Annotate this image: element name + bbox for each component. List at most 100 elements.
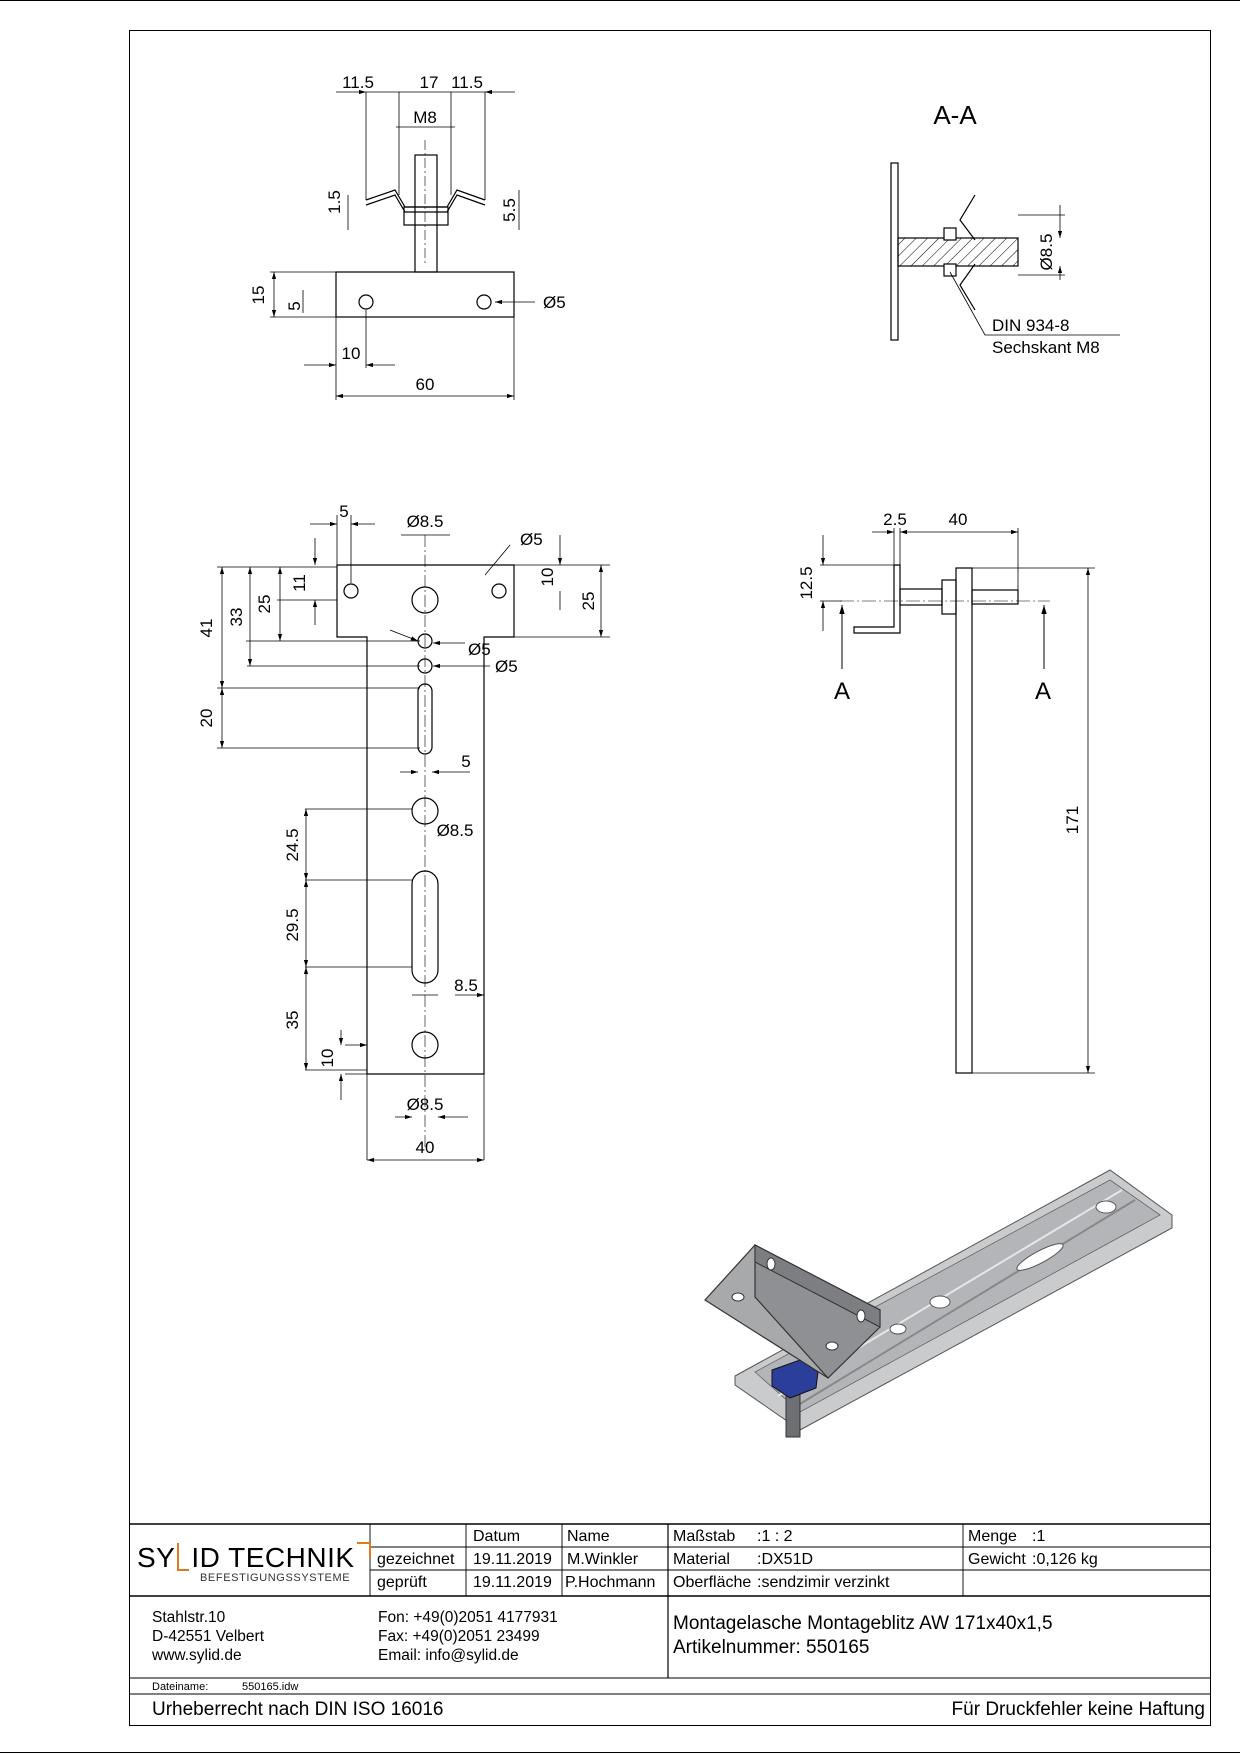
dim-label: 11 xyxy=(290,574,309,592)
quantity-label: Menge xyxy=(968,1528,1017,1545)
part-title: Montagelasche Montageblitz AW 171x40x1,5 xyxy=(673,1613,1053,1634)
front-view xyxy=(217,515,610,1163)
dim-label: 8.5 xyxy=(454,976,478,995)
dim-label: 2.5 xyxy=(883,510,907,529)
rail-hole xyxy=(1095,1200,1117,1214)
top-view-labels: 11.5 17 11.5 M8 1.5 5.5 15 5 Ø5 10 60 xyxy=(249,73,566,394)
dim-label: Ø8.5 xyxy=(407,1095,444,1114)
nut-top xyxy=(403,206,449,226)
dim-label: 1.5 xyxy=(325,190,344,214)
copyright: Urheberrecht nach DIN ISO 16016 xyxy=(152,1699,444,1720)
bolt-render xyxy=(785,1394,801,1438)
dim-label: 12.5 xyxy=(797,566,816,599)
dim-label: 17 xyxy=(420,73,439,92)
weight-value: :0,126 kg xyxy=(1032,1551,1098,1568)
section-bolt xyxy=(897,237,1019,267)
sheet-top-edge xyxy=(0,0,1240,1)
hole-top-left xyxy=(343,583,359,599)
base-plate-top xyxy=(335,271,515,318)
section-labels: A-A Ø8.5 DIN 934-8 Sechskant M8 xyxy=(933,100,1099,357)
dim-label: M8 xyxy=(413,108,437,127)
section-title: A-A xyxy=(933,100,977,130)
section-rail xyxy=(959,194,976,241)
nut-name-label: Sechskant M8 xyxy=(992,338,1100,357)
filename-value: 550165.idw xyxy=(242,1681,299,1693)
nut-standard-label: DIN 934-8 xyxy=(992,316,1069,335)
rail-profile xyxy=(365,194,486,213)
row-drawn-label: gezeichnet xyxy=(377,1551,455,1568)
section-marker-right: A xyxy=(1035,678,1051,705)
top-view xyxy=(270,89,535,400)
bolt-shaft xyxy=(414,154,438,273)
row-checked-label: geprüft xyxy=(377,1574,427,1591)
dim-label: Ø8.5 xyxy=(407,512,444,531)
dim-label: 25 xyxy=(255,595,274,614)
address-city: D-42551 Velbert xyxy=(152,1628,265,1645)
sheet-bottom-edge xyxy=(0,1752,1240,1753)
hole-right xyxy=(476,294,492,310)
side-nut xyxy=(941,579,957,615)
dim-label: 15 xyxy=(249,286,268,305)
dim-label: 60 xyxy=(416,375,435,394)
col-header-datum: Datum xyxy=(473,1528,521,1545)
dim-label: 25 xyxy=(579,592,598,611)
dim-label: 10 xyxy=(318,1049,337,1068)
side-view-labels: 2.5 40 12.5 171 A A xyxy=(797,510,1082,834)
dim-label: 5 xyxy=(339,502,348,521)
company-subtitle: BEFESTIGUNGSSYSTEME xyxy=(200,1572,351,1584)
scale-value: :1 : 2 xyxy=(757,1528,793,1545)
side-plate xyxy=(955,567,973,1074)
section-marker-left: A xyxy=(834,678,850,705)
dim-label: 40 xyxy=(949,510,968,529)
drawing-frame xyxy=(129,30,1211,1726)
section-plate xyxy=(890,162,899,341)
email: Email: info@sylid.de xyxy=(378,1647,519,1664)
row-drawn-date: 19.11.2019 xyxy=(473,1551,552,1568)
dim-label: Ø8.5 xyxy=(437,821,474,840)
surface-label: Oberfläche xyxy=(673,1574,752,1591)
dim-label: 5.5 xyxy=(500,198,519,222)
address-web: www.sylid.de xyxy=(152,1647,242,1664)
scale-label: Maßstab xyxy=(673,1528,736,1545)
logo-mark-icon xyxy=(177,1543,190,1571)
front-view-labels: 5 Ø8.5 Ø5 41 33 25 11 10 25 Ø5 Ø5 20 5 Ø… xyxy=(197,502,598,1157)
dim-label: 41 xyxy=(197,619,216,638)
logo-corner-icon xyxy=(356,1542,371,1558)
dim-label: 33 xyxy=(227,608,246,627)
dim-label: 11.5 xyxy=(342,73,374,92)
section-view xyxy=(890,162,1120,341)
side-view xyxy=(820,528,1095,1074)
title-block-grid xyxy=(129,1523,1211,1695)
dim-label: 10 xyxy=(538,568,557,587)
quantity-value: :1 xyxy=(1032,1528,1046,1545)
fax: Fax: +49(0)2051 23499 xyxy=(378,1628,540,1645)
dim-label: Ø5 xyxy=(520,530,543,549)
phone: Fon: +49(0)2051 4177931 xyxy=(378,1609,558,1626)
dim-label: 11.5 xyxy=(451,73,483,92)
dim-label: 10 xyxy=(342,344,361,363)
part-number: Artikelnummer: 550165 xyxy=(673,1637,870,1658)
address-street: Stahlstr.10 xyxy=(152,1609,226,1626)
dim-label: 24.5 xyxy=(283,828,302,861)
dim-label: 20 xyxy=(197,709,216,728)
logo-text-part1: SY xyxy=(137,1542,176,1573)
material-label: Material xyxy=(673,1551,730,1568)
row-checked-date: 19.11.2019 xyxy=(473,1574,552,1591)
side-bolt xyxy=(899,588,943,606)
dim-label: Ø5 xyxy=(495,657,518,676)
isometric-render xyxy=(704,1169,1173,1438)
dim-label: 29.5 xyxy=(283,908,302,941)
material-value: :DX51D xyxy=(757,1551,814,1568)
dim-label: Ø5 xyxy=(468,640,491,659)
row-drawn-name: M.Winkler xyxy=(567,1551,639,1568)
dim-label: Ø5 xyxy=(543,293,566,312)
dim-label: 5 xyxy=(461,752,470,771)
row-checked-name: P.Hochmann xyxy=(565,1574,656,1591)
hole-top-right xyxy=(491,583,507,599)
col-header-name: Name xyxy=(567,1528,610,1545)
leader-nut xyxy=(949,271,1120,336)
dim-label: 5 xyxy=(285,301,304,310)
